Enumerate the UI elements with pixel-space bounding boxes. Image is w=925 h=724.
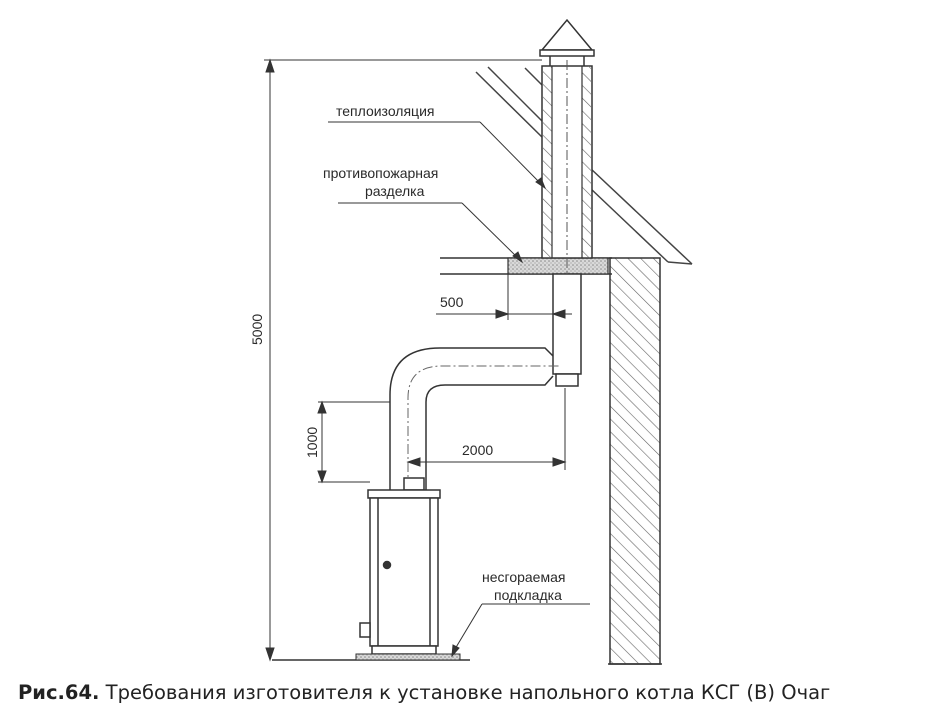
chimney-lower-pipe xyxy=(552,273,582,387)
figure-caption-text: Требования изготовителя к установке напо… xyxy=(99,681,831,704)
figure-caption: Рис.64. Требования изготовителя к устано… xyxy=(18,681,918,704)
leader-fire-break xyxy=(338,202,524,264)
leader-noncombustible-pad xyxy=(451,603,590,658)
dimension-ceiling-clearance xyxy=(436,274,572,320)
chimney-insulated-pipe xyxy=(541,60,593,380)
dimension-horizontal-run-label: 2000 xyxy=(462,442,493,458)
ceiling-slab xyxy=(440,257,612,275)
boiler-door-handle xyxy=(382,560,392,570)
dimension-vertical-offset-label: 1000 xyxy=(304,427,320,458)
dimension-ceiling-clearance-label: 500 xyxy=(440,294,464,310)
dimension-horizontal-run xyxy=(406,388,567,470)
fire-break xyxy=(507,257,609,275)
dimension-total-height xyxy=(264,58,542,662)
roof xyxy=(475,66,693,265)
dimension-total-height-label: 5000 xyxy=(249,314,265,345)
label-insulation: теплоизоляция xyxy=(336,103,434,119)
label-noncombustible-line2: подкладка xyxy=(494,587,562,603)
label-fire-break-line2: разделка xyxy=(365,183,425,199)
label-noncombustible-line1: несгораемая xyxy=(482,569,565,585)
noncombustible-pad xyxy=(355,653,461,661)
floor xyxy=(272,659,662,665)
flue-connector-pipe xyxy=(389,347,560,491)
figure-number: Рис.64. xyxy=(18,681,100,704)
leader-insulation xyxy=(328,121,547,190)
boiler-installation-diagram: 5000 1000 2000 500 теплоизоляция противо… xyxy=(249,18,693,665)
boiler xyxy=(355,489,461,661)
chimney-cap xyxy=(539,18,595,66)
brick-wall xyxy=(609,257,661,665)
dimension-vertical-offset xyxy=(317,400,390,484)
label-fire-break-line1: противопожарная xyxy=(323,165,438,181)
